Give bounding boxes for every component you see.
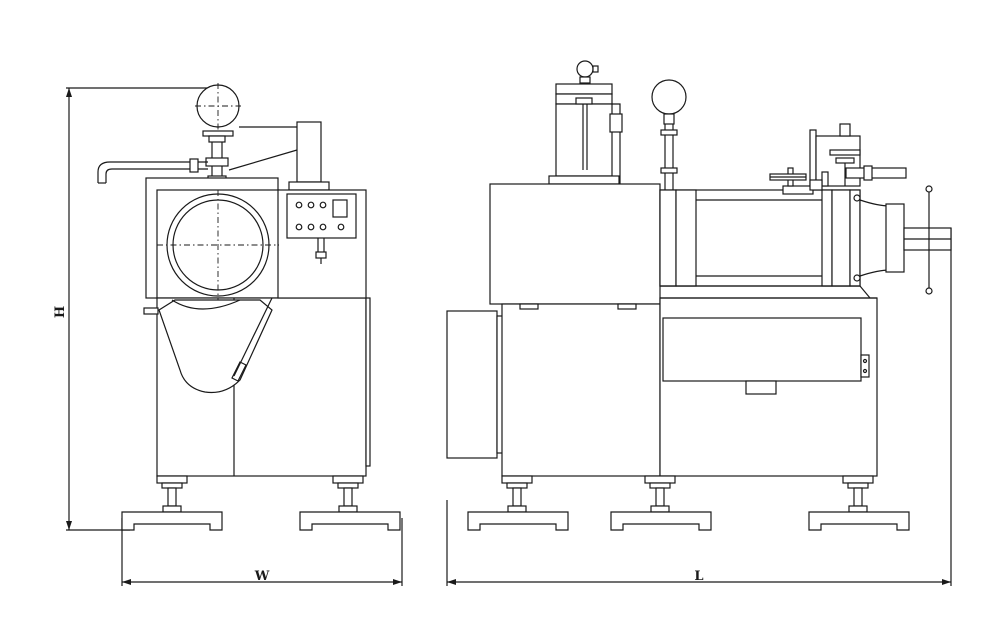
side-gauge-icon — [651, 79, 687, 190]
valve-assembly — [769, 123, 907, 195]
height-label: H — [53, 306, 68, 318]
length-dimension — [446, 228, 952, 586]
outlet-pipe — [97, 158, 208, 184]
side-foot-middle — [610, 475, 712, 531]
side-view: L — [446, 60, 952, 586]
motor-column — [288, 121, 330, 191]
side-foot-right — [808, 475, 910, 531]
lamp-icon — [315, 238, 327, 264]
control-panel — [286, 193, 357, 239]
inspection-panel — [662, 317, 862, 382]
pressure-tank — [548, 60, 623, 185]
height-dimension — [66, 87, 215, 531]
grinding-cylinder — [659, 189, 871, 299]
side-foot-left — [467, 475, 569, 531]
front-view: H W — [53, 83, 403, 586]
shaft-handwheel — [859, 185, 952, 295]
lower-base — [501, 303, 661, 477]
width-label: W — [254, 569, 270, 584]
motor-housing — [489, 183, 661, 305]
discharge-chute — [158, 297, 273, 394]
leveling-foot-right — [299, 475, 401, 531]
grinding-chamber-door — [157, 190, 279, 300]
length-label: L — [694, 569, 703, 584]
pressure-gauge-icon — [195, 83, 241, 186]
electric-box — [446, 310, 504, 459]
leveling-foot-left — [121, 475, 223, 531]
